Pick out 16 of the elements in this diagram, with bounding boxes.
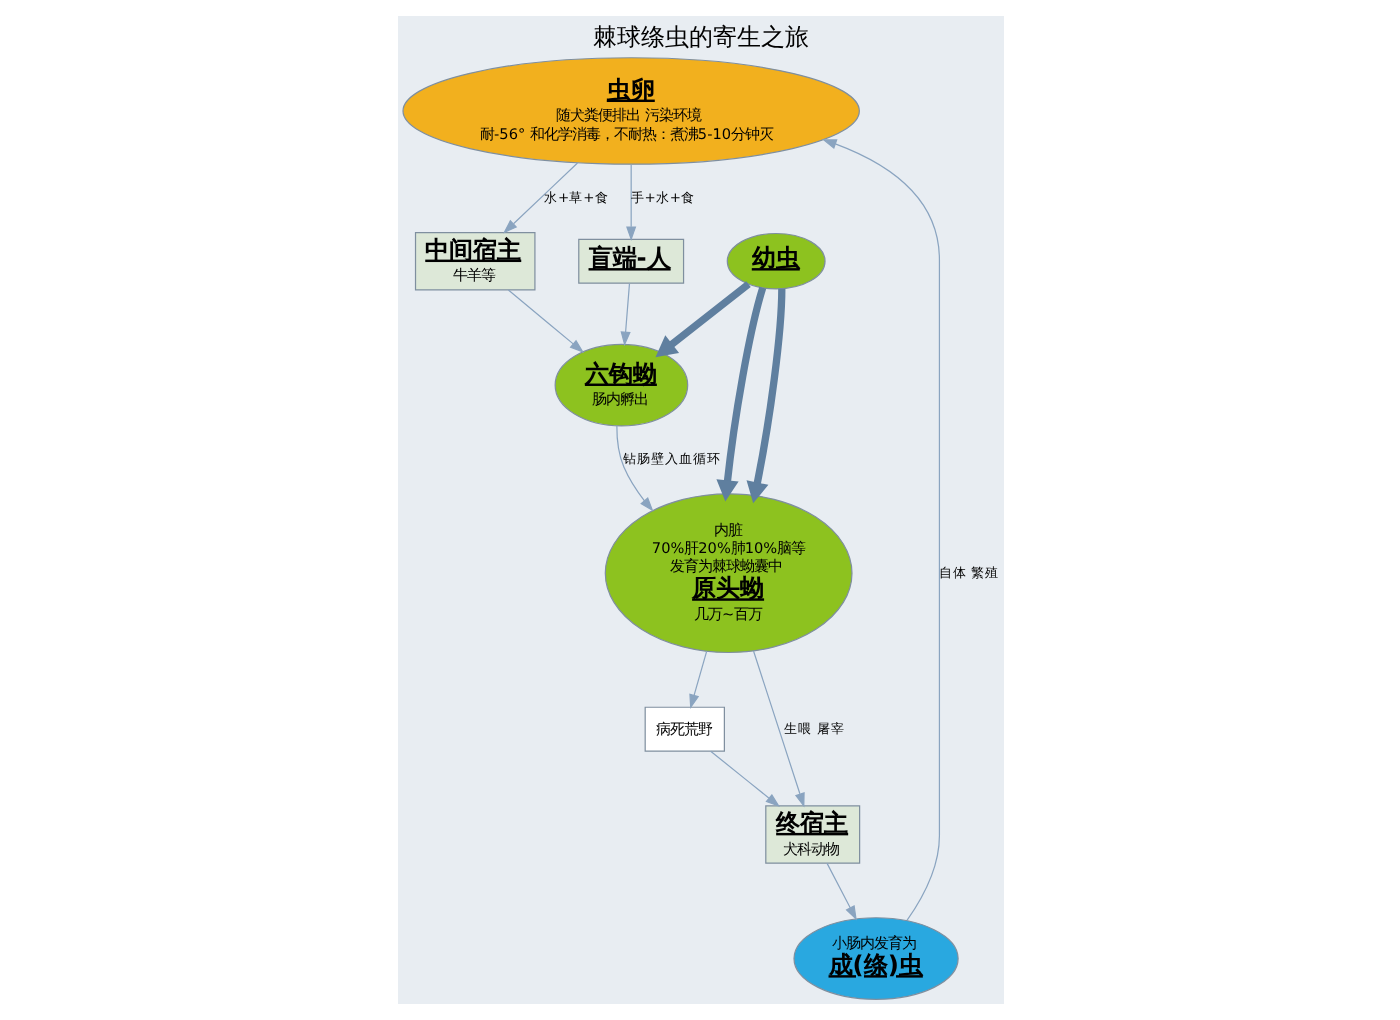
arrow [688,650,707,709]
arrow [502,162,578,234]
arrow [745,288,785,504]
node-ellipse: 幼虫 [725,232,825,290]
arrow [715,286,766,502]
arrow [825,862,856,921]
node-box: 盲端-人 [577,238,684,284]
arrow [615,425,653,512]
diagram-title: 棘球绦虫的寄生之旅 [592,23,808,52]
arrow [821,139,940,922]
arrow [709,750,780,808]
arrow [654,281,750,358]
arrow [625,164,636,242]
arrow [506,289,584,353]
arrow [751,650,804,808]
arrow [619,283,630,347]
